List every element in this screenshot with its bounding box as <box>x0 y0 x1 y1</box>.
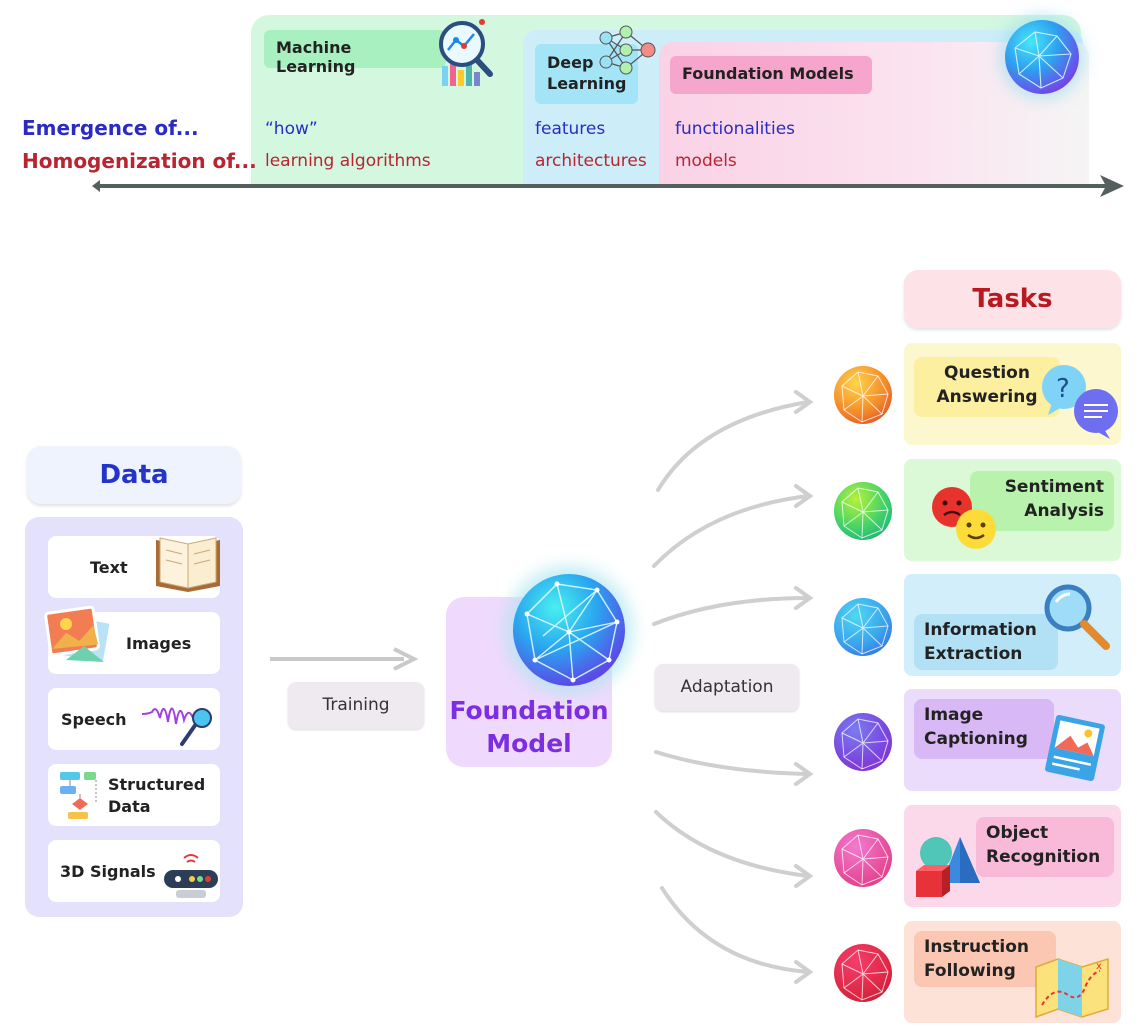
orb-mesh-icon <box>1014 31 1072 89</box>
foundation-model-orb-small <box>1005 20 1079 94</box>
data-item-images-label: Images <box>126 634 192 653</box>
adaptation-label: Adaptation <box>655 664 799 711</box>
ml-emergence-text: “how” <box>265 119 318 139</box>
task-image-captioning-label: Image Captioning <box>914 699 1054 759</box>
era-label-machine-learning: Machine Learning <box>264 30 446 76</box>
task-orb-meshes <box>841 371 889 1001</box>
data-item-text-label: Text <box>90 558 128 577</box>
task-information-extraction-label: Information Extraction <box>914 614 1058 670</box>
data-item-3d-signals-label: 3D Signals <box>60 862 156 881</box>
magnifying-glass-icon <box>1044 584 1110 650</box>
era-label-foundation-models: Foundation Models <box>670 56 872 94</box>
sensor-device-icon <box>164 854 218 898</box>
model-mesh-icon <box>524 581 620 683</box>
picture-caption-icon <box>1045 714 1105 782</box>
tasks-title: Tasks <box>972 284 1053 314</box>
fm-emergence-text: functionalities <box>675 119 796 139</box>
timeline-arrow <box>92 175 1124 197</box>
data-title: Data <box>99 460 169 490</box>
training-label: Training <box>288 682 424 729</box>
data-item-3d-signals: 3D Signals <box>48 840 220 902</box>
flowchart-icon <box>60 772 97 819</box>
data-item-structured-data: Structured Data <box>48 764 220 826</box>
book-icon <box>156 537 220 592</box>
neural-network-icon <box>599 25 656 75</box>
arrow-to-image-captioning <box>654 750 810 776</box>
tasks-title-box <box>904 270 1121 328</box>
arrow-to-object-recognition <box>654 810 810 878</box>
arrow-to-sentiment-analysis <box>652 494 810 568</box>
task-information-extraction: Information Extraction <box>904 574 1121 676</box>
dl-emergence-text: features <box>535 119 606 139</box>
data-title-box <box>27 446 241 504</box>
emotion-faces-icon <box>932 487 996 549</box>
3d-shapes-icon <box>916 837 980 897</box>
arrow-to-information-extraction <box>652 596 810 626</box>
task-question-answering: Question Answering ? <box>904 343 1121 445</box>
task-instruction-following: Instruction Following x <box>904 921 1121 1023</box>
row-label-emergence: Emergence of... <box>22 116 199 140</box>
row-label-homogenization: Homogenization of... <box>22 149 257 173</box>
microphone-waveform-icon <box>142 707 212 746</box>
ml-homogenization-text: learning algorithms <box>265 151 431 171</box>
task-image-captioning: Image Captioning <box>904 689 1121 791</box>
task-object-recognition: Object Recognition <box>904 805 1121 907</box>
task-object-recognition-label: Object Recognition <box>976 817 1114 877</box>
dl-homogenization-text: architectures <box>535 151 647 171</box>
arrow-to-question-answering <box>656 400 810 492</box>
task-sentiment-analysis: Sentiment Analysis <box>904 459 1121 561</box>
data-item-speech-label: Speech <box>61 710 127 729</box>
data-item-images: Images <box>44 605 220 674</box>
foundation-model-label: Foundation Model <box>449 696 609 758</box>
training-arrow <box>270 647 419 671</box>
era-label-deep-learning: Deep Learning <box>535 44 638 104</box>
fm-homogenization-text: models <box>675 151 737 171</box>
arrow-to-instruction-following <box>660 886 810 974</box>
svg-text:?: ? <box>1056 374 1070 404</box>
data-item-speech: Speech <box>48 688 220 750</box>
data-item-structured-data-label: Structured Data <box>108 775 206 816</box>
task-instruction-following-label: Instruction Following <box>914 931 1056 987</box>
analytics-magnifier-icon <box>439 19 493 86</box>
data-item-text: Text <box>48 536 220 598</box>
chat-question-icon: ? <box>1042 365 1118 439</box>
task-question-answering-label: Question Answering <box>914 357 1060 417</box>
images-icon <box>44 605 113 665</box>
adaptation-arrows <box>652 390 814 984</box>
svg-text:x: x <box>1096 961 1102 972</box>
map-route-icon: x <box>1035 957 1109 1019</box>
